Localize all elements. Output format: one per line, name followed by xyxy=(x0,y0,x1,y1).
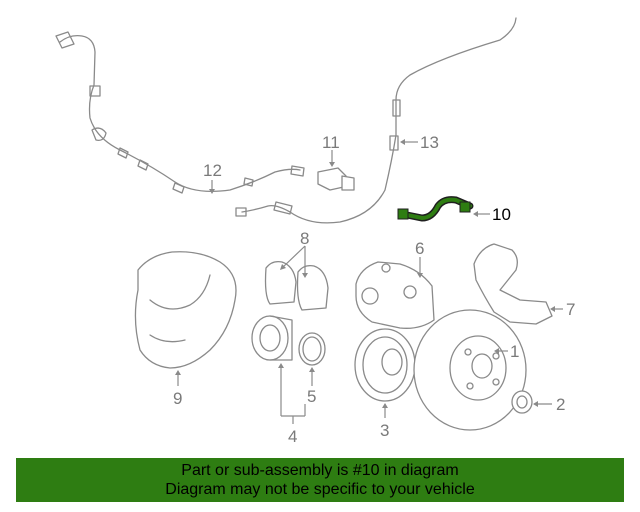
brake-hose-long xyxy=(235,17,517,224)
parts-diagram: 1 2 3 4 5 6 7 8 9 10 11 12 13 xyxy=(55,17,575,446)
wheel-hub xyxy=(354,328,416,402)
abs-sensor-wire xyxy=(55,31,305,194)
brake-caliper xyxy=(355,261,435,329)
caliper-bracket xyxy=(473,243,553,325)
banner-line-disclaimer: Diagram may not be specific to your vehi… xyxy=(165,481,475,498)
callout-10[interactable]: 10 xyxy=(492,205,511,224)
brake-pads xyxy=(264,260,329,311)
banner-line-part-number: Part or sub-assembly is #10 in diagram xyxy=(181,462,459,479)
brake-rotor xyxy=(413,309,527,431)
hub-nut xyxy=(511,390,533,414)
callout-11[interactable]: 11 xyxy=(322,133,340,152)
callout-3[interactable]: 3 xyxy=(380,421,389,440)
callout-6[interactable]: 6 xyxy=(415,239,424,258)
callout-1[interactable]: 1 xyxy=(510,342,519,361)
wheel-bearing xyxy=(251,315,293,361)
callout-12[interactable]: 12 xyxy=(203,161,222,180)
callout-9[interactable]: 9 xyxy=(173,389,182,408)
callout-5[interactable]: 5 xyxy=(307,387,316,406)
brake-hose-part-10 xyxy=(397,196,474,222)
callout-arrowheads xyxy=(175,139,555,408)
snap-ring xyxy=(298,332,326,366)
callout-13[interactable]: 13 xyxy=(420,133,439,152)
splash-shield xyxy=(134,251,237,369)
part-info-banner: Part or sub-assembly is #10 in diagram D… xyxy=(16,458,624,502)
wheel-speed-sensor xyxy=(317,167,355,191)
callout-2[interactable]: 2 xyxy=(556,395,565,414)
callout-8[interactable]: 8 xyxy=(300,229,309,248)
callout-7[interactable]: 7 xyxy=(566,300,575,319)
callout-4[interactable]: 4 xyxy=(288,427,297,446)
